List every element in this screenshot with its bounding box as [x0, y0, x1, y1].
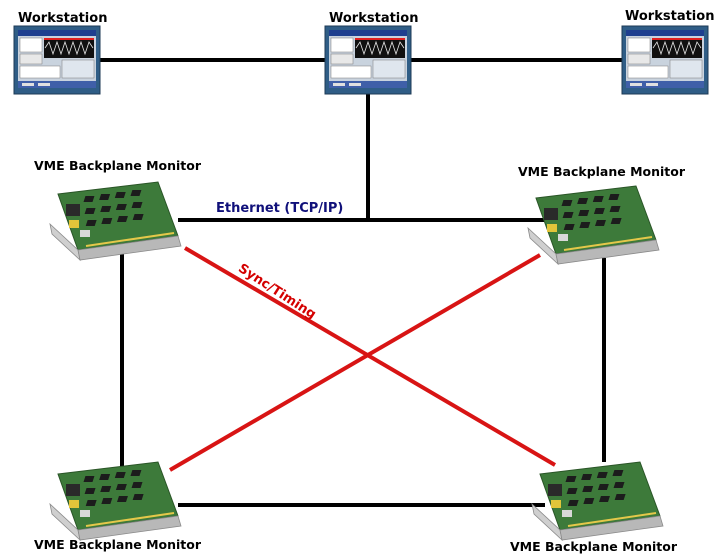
vme-board-bottom-right-icon — [531, 461, 664, 541]
vme-monitor-bottom-left-label: VME Backplane Monitor — [34, 537, 202, 552]
workstation-left-label: Workstation — [18, 11, 108, 26]
vme-board-bottom-left-icon — [49, 461, 182, 541]
sync-links — [168, 246, 557, 472]
workstation-left-icon — [13, 25, 101, 95]
workstation-center-icon — [324, 25, 412, 95]
vme-board-top-left-icon — [49, 181, 182, 261]
ethernet-link-label: Ethernet (TCP/IP) — [216, 201, 344, 216]
vme-monitor-bottom-right-label: VME Backplane Monitor — [510, 539, 678, 554]
sync-link-a — [183, 246, 557, 467]
vme-monitor-top-left-label: VME Backplane Monitor — [34, 158, 202, 173]
vme-monitor-top-right-label: VME Backplane Monitor — [518, 164, 686, 179]
workstation-right-label: Workstation — [625, 9, 715, 24]
sync-link-b — [168, 253, 542, 472]
ethernet-links — [100, 58, 622, 507]
workstation-right-icon — [621, 25, 709, 95]
workstation-center-label: Workstation — [329, 11, 419, 26]
vme-board-top-right-icon — [527, 185, 660, 265]
